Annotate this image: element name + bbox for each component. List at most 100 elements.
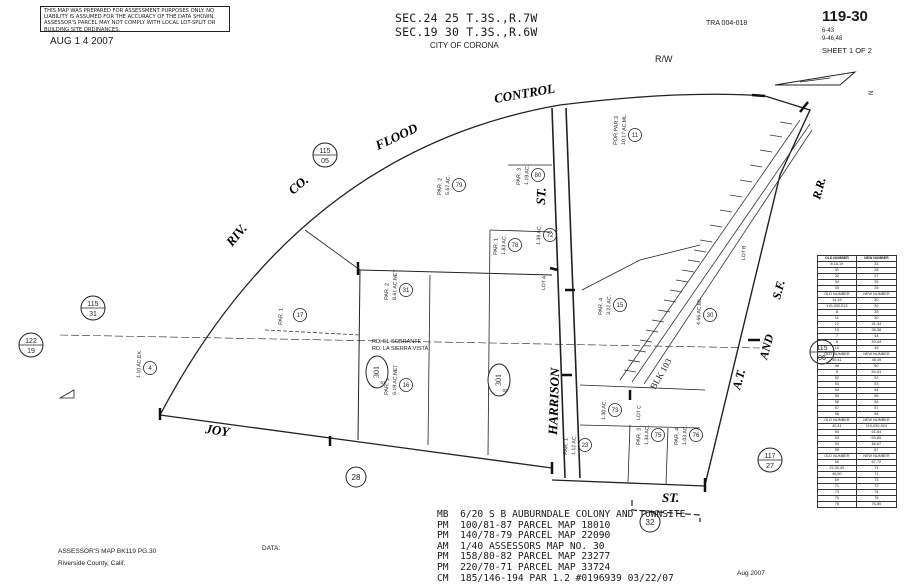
parcel-label: PAR. 1 xyxy=(493,238,500,255)
block-sub: 02 xyxy=(502,388,508,393)
street-label-at: A.T. xyxy=(729,368,748,392)
parcel-area: 8.61 AC.NET xyxy=(392,269,399,300)
street-label-harrison-st: ST. xyxy=(533,187,549,205)
map-ref-top: 32 xyxy=(646,518,655,527)
block-outline xyxy=(365,355,389,389)
parcel-line-4 xyxy=(487,229,491,456)
parcel-number-circle xyxy=(608,403,622,417)
parcel-area: 1.83 AC. xyxy=(501,235,508,255)
harrison-west-line xyxy=(551,107,566,479)
footer-county: Riverside County, Calif. xyxy=(58,560,126,567)
city-label: CITY OF CORONA xyxy=(430,41,499,50)
map-ref-top: 115 xyxy=(319,148,330,155)
parcel-label: PAR. 4 xyxy=(598,298,605,315)
flood-control-boundary xyxy=(159,93,766,416)
parcel[interactable]: 1.10 AC.EX.4 xyxy=(136,350,157,378)
legend-code: PM xyxy=(437,551,461,563)
parcel-number-circle xyxy=(399,283,413,297)
section-line-1: SEC.24 25 T.3S.,R.7W xyxy=(395,11,538,25)
parcel-number-circle xyxy=(293,308,307,322)
map-ref-top: 115 xyxy=(87,301,98,308)
legend-code: PM xyxy=(437,562,461,573)
parcel-number-circle xyxy=(689,428,703,442)
parcel-label: PAR. 2 xyxy=(437,178,444,195)
parcel-area: 1.34 AC. xyxy=(644,425,651,445)
legend-text: 1/40 ASSESSORS MAP NO. 30 xyxy=(460,540,605,552)
legend-entry: MB 6/20 S B AUBURNDALE COLONY AND TOWNSI… xyxy=(437,509,685,520)
map-ref-top: 28 xyxy=(352,473,361,482)
legend-text: 220/70-71 PARCEL MAP 33724 xyxy=(460,562,611,573)
map-reference[interactable]: 32 xyxy=(639,511,661,533)
rr-hatch xyxy=(619,119,813,385)
legend-text: 6/20 S B AUBURNDALE COLONY AND TOWNSITE xyxy=(460,509,686,520)
note-lot-c: LOT C xyxy=(636,405,643,420)
parcel[interactable]: 1.30 AC.73 xyxy=(601,400,622,420)
row-label: R/W xyxy=(655,54,673,64)
parcel-number-circle xyxy=(651,428,665,442)
parcel[interactable]: 4.66 AC.ML.30 xyxy=(696,296,717,325)
parcel[interactable]: 1.39 AC.72 xyxy=(536,225,557,245)
parcel-number: 15 xyxy=(617,303,624,309)
parcel-number: 72 xyxy=(547,233,554,239)
street-label-control: CONTROL xyxy=(493,81,556,106)
map-ref-top: 122 xyxy=(25,338,37,345)
svg-text:N: N xyxy=(869,91,875,95)
parcel-line-9 xyxy=(627,424,631,483)
parcel-number: 4 xyxy=(148,366,152,372)
map-ref-bottom: 31 xyxy=(89,311,97,318)
ref-1: 6-43 xyxy=(822,28,835,34)
parcel-area: 1.12 AC. xyxy=(571,435,578,455)
legend-text: 158/80-82 PARCEL MAP 23277 xyxy=(460,551,611,563)
ref-2: 9-46,48 xyxy=(822,36,843,42)
parcel-line-5 xyxy=(489,229,553,233)
parcel-number-circle xyxy=(543,228,557,242)
survey-marker-icon xyxy=(58,389,75,399)
note-rd-sobrante: RD. EL SOBRANTE xyxy=(372,339,422,345)
parcel-number: 75 xyxy=(655,433,662,439)
parcel-label: PAR. 4 xyxy=(674,428,681,445)
legend-code: PM xyxy=(437,519,461,531)
map-reference[interactable]: 28 xyxy=(345,466,367,488)
note-rd-vista: RD. LA SIERRA VISTA xyxy=(372,346,428,352)
corner-marks xyxy=(158,93,809,492)
footer-date: Aug 2007 xyxy=(737,570,765,577)
parcel-line-11 xyxy=(581,244,701,291)
legend-entry: CM 185/146-194 PAR 1.2 #0196939 03/22/07 xyxy=(437,573,674,584)
block-outline xyxy=(487,363,511,397)
parcel-line-10 xyxy=(665,427,669,485)
note-blk: BLK 103 xyxy=(648,356,674,391)
parcel-number: 31 xyxy=(403,288,410,294)
legend-code: AM xyxy=(437,540,461,552)
street-label-harrison: HARRISON xyxy=(545,367,562,436)
map-ref-bottom: 19 xyxy=(27,348,35,355)
parcel-number: 23 xyxy=(582,443,589,449)
parcel-number: 76 xyxy=(693,433,700,439)
harrison-east-line xyxy=(565,107,581,479)
parcel-label: PAR. 3 xyxy=(636,428,643,445)
parcel-number: 11 xyxy=(632,133,639,139)
parcel-area: 1.30 AC. xyxy=(601,400,608,420)
legend-entry: PM 158/80-82 PARCEL MAP 23277 xyxy=(437,551,610,562)
parcel-number: 80 xyxy=(535,173,542,179)
note-lot-b: LOT B xyxy=(741,245,748,260)
xref-cell: 76 xyxy=(817,501,857,508)
